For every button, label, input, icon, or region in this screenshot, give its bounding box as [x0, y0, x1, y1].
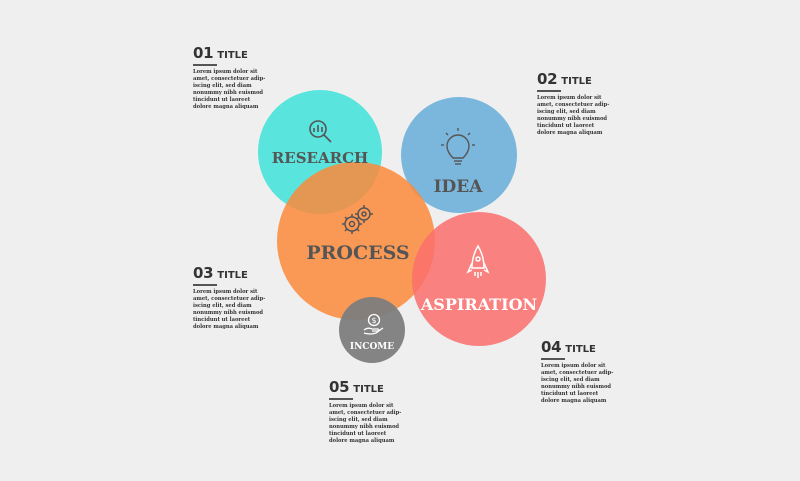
circle-process	[277, 162, 435, 320]
info-title: TITLE	[353, 384, 384, 395]
info-block-03: 03 TITLE Lorem ipsum dolor sit amet, con…	[193, 264, 283, 331]
dollar-hand-icon: $	[363, 313, 384, 335]
divider	[537, 90, 561, 92]
svg-text:$: $	[371, 316, 376, 325]
rocket-icon	[466, 244, 490, 278]
circle-aspiration	[412, 212, 546, 346]
info-number: 02	[537, 70, 558, 88]
info-number: 05	[329, 378, 350, 396]
gears-icon	[342, 205, 373, 234]
info-block-05: 05 TITLE Lorem ipsum dolor sit amet, con…	[329, 378, 419, 445]
aspiration-label: ASPIRATION	[420, 295, 537, 314]
circle-idea	[401, 97, 517, 213]
idea-label: IDEA	[434, 177, 484, 197]
divider	[193, 64, 217, 66]
lightbulb-icon	[441, 128, 475, 165]
info-title: TITLE	[565, 344, 596, 355]
info-block-02: 02 TITLE Lorem ipsum dolor sit amet, con…	[537, 70, 627, 137]
info-title: TITLE	[217, 50, 248, 61]
info-block-04: 04 TITLE Lorem ipsum dolor sit amet, con…	[541, 338, 631, 405]
circle-income	[339, 297, 405, 363]
process-label: PROCESS	[306, 242, 409, 264]
info-body: Lorem ipsum dolor sit amet, consectetuer…	[541, 363, 614, 404]
income-label: INCOME	[350, 342, 394, 352]
info-title: TITLE	[217, 270, 248, 281]
divider	[541, 358, 565, 360]
info-body: Lorem ipsum dolor sit amet, consectetuer…	[193, 289, 266, 330]
info-body: Lorem ipsum dolor sit amet, consectetuer…	[329, 403, 402, 444]
info-body: Lorem ipsum dolor sit amet, consectetuer…	[193, 69, 266, 110]
magnifier-chart-icon	[309, 120, 332, 143]
info-title: TITLE	[561, 76, 592, 87]
info-number: 01	[193, 44, 214, 62]
info-body: Lorem ipsum dolor sit amet, consectetuer…	[537, 95, 610, 136]
info-number: 04	[541, 338, 562, 356]
divider	[193, 284, 217, 286]
research-label: RESEARCH	[272, 149, 368, 167]
divider	[329, 398, 353, 400]
info-block-01: 01 TITLE Lorem ipsum dolor sit amet, con…	[193, 44, 283, 111]
info-number: 03	[193, 264, 214, 282]
